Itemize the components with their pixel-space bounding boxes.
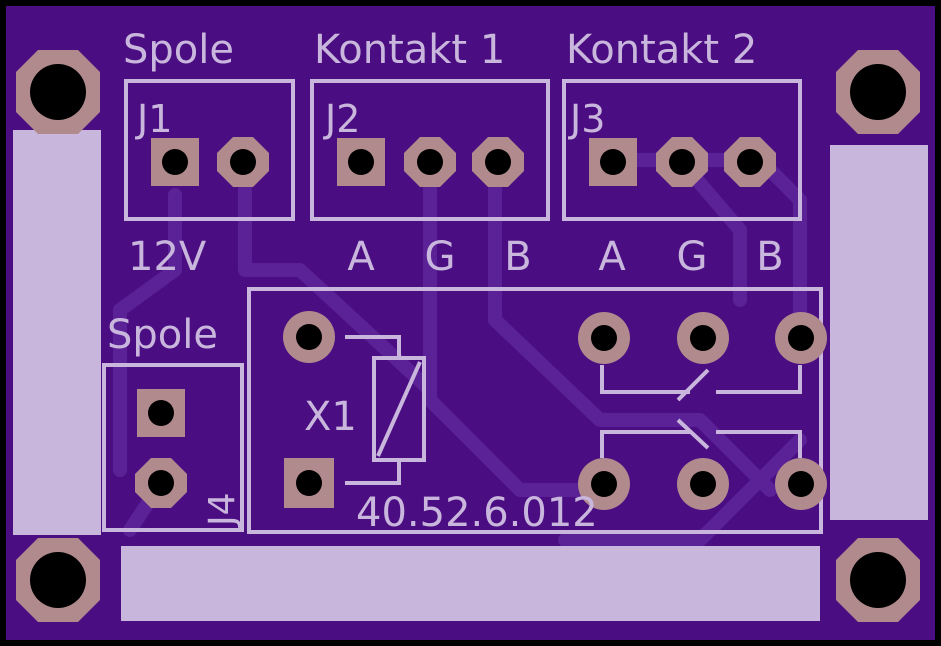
- j3-outline: [562, 79, 802, 221]
- j4-header-label: Spole: [107, 312, 218, 358]
- pads: [135, 137, 827, 510]
- mounting-holes: [16, 50, 920, 622]
- mounting-hole-top-left: [16, 50, 100, 134]
- j1-pin-label: 12V: [128, 234, 207, 280]
- j1-outline: [124, 79, 295, 221]
- j3-header-label: Kontakt 2: [566, 27, 757, 73]
- j3-ref: J3: [568, 97, 605, 141]
- j2-header-label: Kontakt 1: [314, 27, 505, 73]
- j1-ref: J1: [135, 97, 172, 141]
- j2-pin-label-a: A: [347, 234, 375, 280]
- relay-ref: X1: [304, 394, 357, 440]
- j2-ref: J2: [323, 97, 360, 141]
- j4-outline: [102, 363, 244, 532]
- j2-pin-label-g: G: [425, 234, 456, 280]
- j2-outline: [310, 79, 550, 221]
- j2-pin-label-b: B: [504, 234, 531, 280]
- j3-pin-label-g: G: [677, 234, 708, 280]
- j3-pin-label-a: A: [598, 234, 626, 280]
- mounting-hole-bottom-left: [16, 538, 100, 622]
- mounting-hole-top-right: [836, 50, 920, 134]
- relay-symbol: [345, 335, 802, 485]
- relay-part-number: 40.52.6.012: [356, 490, 598, 536]
- relay-outline: [247, 287, 823, 534]
- j3-pin-label-b: B: [756, 234, 783, 280]
- silk-strip-right: [830, 145, 928, 520]
- silk-strip-bottom: [121, 546, 820, 621]
- mounting-hole-bottom-right: [836, 538, 920, 622]
- j4-ref: J4: [202, 492, 243, 528]
- connector-outlines: [102, 79, 823, 534]
- j1-header-label: Spole: [123, 27, 234, 73]
- silk-strip-left: [13, 130, 101, 535]
- silkscreen-labels: Spole Kontakt 1 Kontakt 2 Spole J1 J2 J3…: [107, 27, 784, 536]
